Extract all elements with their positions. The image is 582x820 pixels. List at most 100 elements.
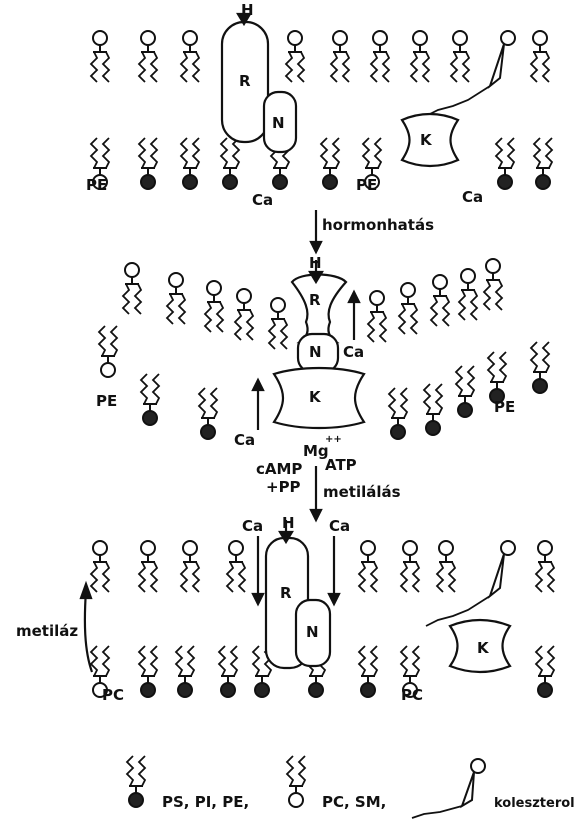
top-upper-lipid: [411, 31, 429, 82]
lipid-glycerol: [273, 168, 287, 175]
lipid-tail: [103, 138, 109, 168]
kinase-label-top: K: [420, 133, 432, 148]
lipid-open-head: [141, 541, 155, 555]
lipid-glycerol: [141, 555, 155, 562]
mid-lower-lipid: [99, 326, 117, 377]
lipid-glycerol: [403, 555, 417, 562]
mid-upper-lipid: [431, 275, 449, 326]
receptor-label-mid: R: [309, 293, 321, 308]
lipid-glycerol: [533, 45, 547, 52]
lipid-tail: [139, 562, 145, 592]
protein-layer: [222, 5, 510, 672]
mid-upper-lipid: [368, 291, 386, 342]
lipid-tail: [127, 756, 133, 786]
lipid-filled-head: [536, 175, 550, 189]
cholesterol-ring: [490, 44, 504, 86]
lipid-tail: [371, 52, 377, 82]
lipid-glycerol: [439, 555, 453, 562]
lipid-glycerol: [237, 303, 251, 310]
legend-cholesterol-tail: [412, 806, 462, 818]
lipid-open-head: [237, 289, 251, 303]
legend-cholesterol: [412, 759, 485, 818]
lipid-tail: [456, 366, 462, 396]
lipid-glycerol: [255, 676, 269, 683]
lipid-glycerol: [183, 168, 197, 175]
lipid-tail: [298, 52, 304, 82]
lipid-tail: [211, 388, 217, 418]
lipid-tail: [91, 138, 97, 168]
n-protein-label-bottom: N: [306, 625, 319, 640]
lipid-tail: [235, 310, 241, 340]
lipid-tail: [423, 52, 429, 82]
top-upper-lipid: [286, 31, 304, 82]
lipid-tail: [103, 646, 109, 676]
methylase-label: metiláz: [16, 624, 78, 639]
bottom-lower-lipid: [139, 646, 157, 697]
lipid-tail: [389, 388, 395, 418]
lipid-tail: [199, 388, 205, 418]
lipid-tail: [103, 52, 109, 82]
lipid-glycerol: [129, 786, 143, 793]
mid-lower-lipid: [199, 388, 217, 439]
lipid-glycerol: [223, 168, 237, 175]
lipid-filled-head: [141, 683, 155, 697]
lipid-glycerol: [498, 168, 512, 175]
lipid-tail: [531, 342, 537, 372]
bottom-upper-lipid: [181, 541, 199, 592]
lipid-tail: [286, 52, 292, 82]
lipid-tail: [333, 138, 339, 168]
lipid-tail: [443, 296, 449, 326]
lipid-glycerol: [458, 396, 472, 403]
legend-cholesterol-label: koleszterol: [494, 797, 575, 810]
bottom-upper-lipid: [401, 541, 419, 592]
ca-up-arrow-head: [349, 292, 359, 302]
mid-lower-lipid: [424, 384, 442, 435]
lipid-tail: [153, 374, 159, 404]
lipid-tail: [496, 280, 502, 310]
ca-left-arrow-bottom-head: [253, 594, 263, 604]
ca-label-bottom-right: Ca: [329, 519, 350, 534]
lipid-open-head: [403, 541, 417, 555]
lipid-open-head: [288, 31, 302, 45]
bottom-upper-lipid: [359, 541, 377, 592]
top-upper-lipid: [531, 31, 549, 82]
lipid-tail: [151, 562, 157, 592]
lipid-open-head: [289, 793, 303, 807]
legend-cholesterol-ring: [462, 772, 474, 806]
lipid-open-head: [93, 541, 107, 555]
mid-upper-lipid: [123, 263, 141, 314]
lipid-tail: [281, 319, 287, 349]
pe-label-top-left: PE: [86, 178, 107, 193]
lipid-tail: [167, 294, 173, 324]
ca-down-arrow-head: [253, 380, 263, 390]
lipid-open-head: [93, 31, 107, 45]
lipid-tail: [500, 352, 506, 382]
lipid-glycerol: [538, 555, 552, 562]
lipid-filled-head: [221, 683, 235, 697]
ca-label-mid-up: Ca: [343, 345, 364, 360]
cholesterol-head: [501, 31, 515, 45]
transition-arrow-2-head: [311, 510, 321, 520]
bottom-lower-lipid: [359, 646, 377, 697]
lipid-tail: [193, 562, 199, 592]
lipid-tail: [459, 290, 465, 320]
camp-label: cAMP: [256, 462, 302, 477]
atp-label: ATP: [325, 458, 357, 473]
hormone-label-mid: H: [309, 256, 322, 271]
lipid-open-head: [401, 283, 415, 297]
legend-open-head-label: PC, SM,: [322, 795, 386, 810]
lipid-tail: [231, 646, 237, 676]
n-protein-label-top: N: [272, 116, 285, 131]
lipid-glycerol: [370, 305, 384, 312]
lipid-tail: [299, 756, 305, 786]
lipid-glycerol: [178, 676, 192, 683]
top-upper-lipid: [451, 31, 469, 82]
lipid-tail: [413, 646, 419, 676]
bottom-upper-lipid: [139, 541, 157, 592]
top-upper-lipid: [91, 31, 109, 82]
lipid-open-head: [183, 541, 197, 555]
lipid-open-head: [439, 541, 453, 555]
lipid-tail: [451, 52, 457, 82]
lipid-glycerol: [229, 555, 243, 562]
lipid-tail: [205, 302, 211, 332]
